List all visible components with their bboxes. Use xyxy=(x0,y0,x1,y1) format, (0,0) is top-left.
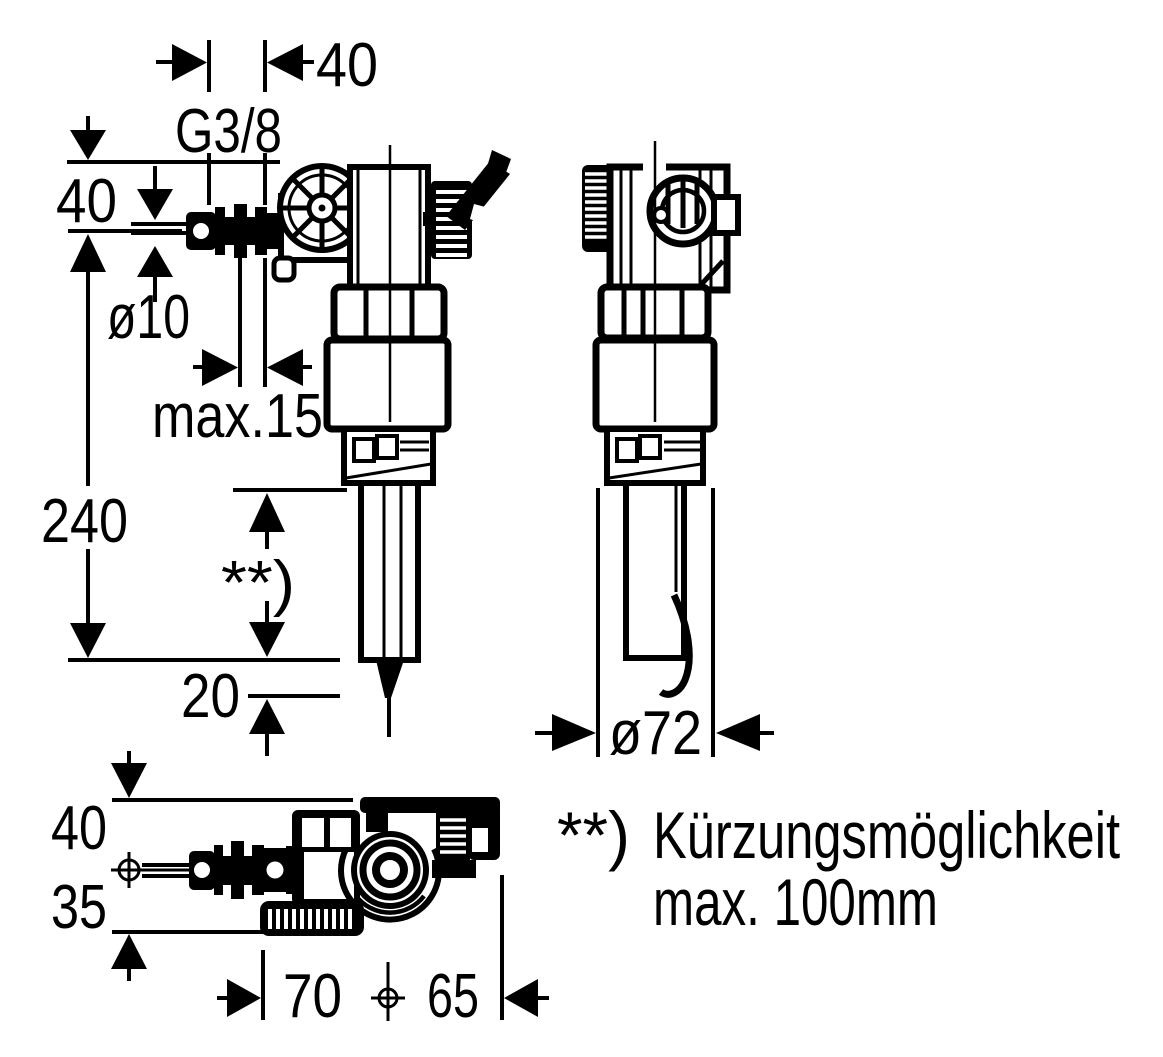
telescopic-tube-side xyxy=(623,480,693,698)
label-total-height: 240 xyxy=(41,487,128,556)
marked-collar xyxy=(341,426,436,486)
inlet-fitting-plan xyxy=(189,841,295,899)
ribbed-knob xyxy=(582,165,613,252)
arrow-right-icon xyxy=(202,349,238,386)
arrow-down-icon xyxy=(137,189,173,220)
label-plan-left: 70 xyxy=(283,962,342,1031)
arrow-up-icon xyxy=(249,699,285,734)
label-insert-depth: max.15 xyxy=(152,382,323,451)
dimension-lines xyxy=(67,40,774,1021)
arrow-left-icon xyxy=(504,979,538,1017)
side-tab xyxy=(711,194,741,236)
labels: 40 G3/8 40 ø10 max.15 240 **) 20 ø72 40 … xyxy=(41,31,702,1031)
telescopic-tube xyxy=(358,480,421,737)
plan-view xyxy=(142,797,500,936)
footnote-line2: max. 100mm xyxy=(653,865,938,939)
arrow-up-icon xyxy=(70,234,106,272)
dim-total-height xyxy=(68,272,340,662)
arrow-down-icon xyxy=(111,763,147,798)
plan-ribbed-strip xyxy=(260,901,364,936)
arrow-left-icon xyxy=(716,714,760,751)
dim-plan-heights xyxy=(111,751,353,981)
footnote: **) Kürzungsmöglichkeit max. 100mm xyxy=(557,798,1120,939)
label-body-dia: ø72 xyxy=(609,699,702,768)
dim-top-width xyxy=(156,40,314,205)
arrow-right-icon xyxy=(227,979,261,1017)
plan-body xyxy=(292,810,360,905)
marked-collar-side xyxy=(604,426,706,486)
arrow-up-icon xyxy=(137,246,173,277)
dim-tube-tip xyxy=(248,694,340,756)
label-thread: G3/8 xyxy=(175,97,282,166)
front-view xyxy=(131,145,511,737)
clip-ring xyxy=(646,174,720,248)
dim-inlet-diameter xyxy=(137,166,173,302)
label-top-width: 40 xyxy=(316,31,378,100)
label-cut-mark: **) xyxy=(221,549,295,618)
dim-cut-length xyxy=(233,488,347,657)
dim-plan-widths xyxy=(217,875,549,1021)
shank-block xyxy=(323,336,452,433)
dim-insert-depth xyxy=(193,258,312,387)
arrow-right-icon xyxy=(552,714,596,751)
arrow-up-icon xyxy=(111,934,147,969)
float-hook xyxy=(658,593,693,698)
arrow-right-icon xyxy=(172,44,207,81)
drain-tab xyxy=(271,255,297,283)
inlet-pipe xyxy=(131,222,190,235)
float-lever xyxy=(446,150,511,230)
dim-body-diameter xyxy=(535,488,774,757)
label-inlet-height: 40 xyxy=(56,167,117,236)
label-plan-up: 40 xyxy=(51,794,107,863)
arrow-down-icon xyxy=(70,130,106,160)
footnote-line1: Kürzungsmöglichkeit xyxy=(653,798,1120,872)
arrow-down-icon xyxy=(70,623,106,658)
float-cup xyxy=(338,831,442,923)
arrow-up-icon xyxy=(249,493,285,532)
side-view xyxy=(582,141,741,698)
inlet-pipe-plan xyxy=(142,863,192,878)
arrow-left-icon xyxy=(267,349,303,386)
inlet-fitting xyxy=(186,204,285,258)
label-plan-right: 65 xyxy=(427,962,479,1031)
label-tube-tip: 20 xyxy=(181,662,240,731)
footnote-marker: **) xyxy=(557,798,630,872)
arrow-down-icon xyxy=(249,622,285,657)
label-plan-down: 35 xyxy=(51,873,107,942)
arrow-left-icon xyxy=(267,44,303,81)
label-inlet-dia: ø10 xyxy=(107,283,190,352)
